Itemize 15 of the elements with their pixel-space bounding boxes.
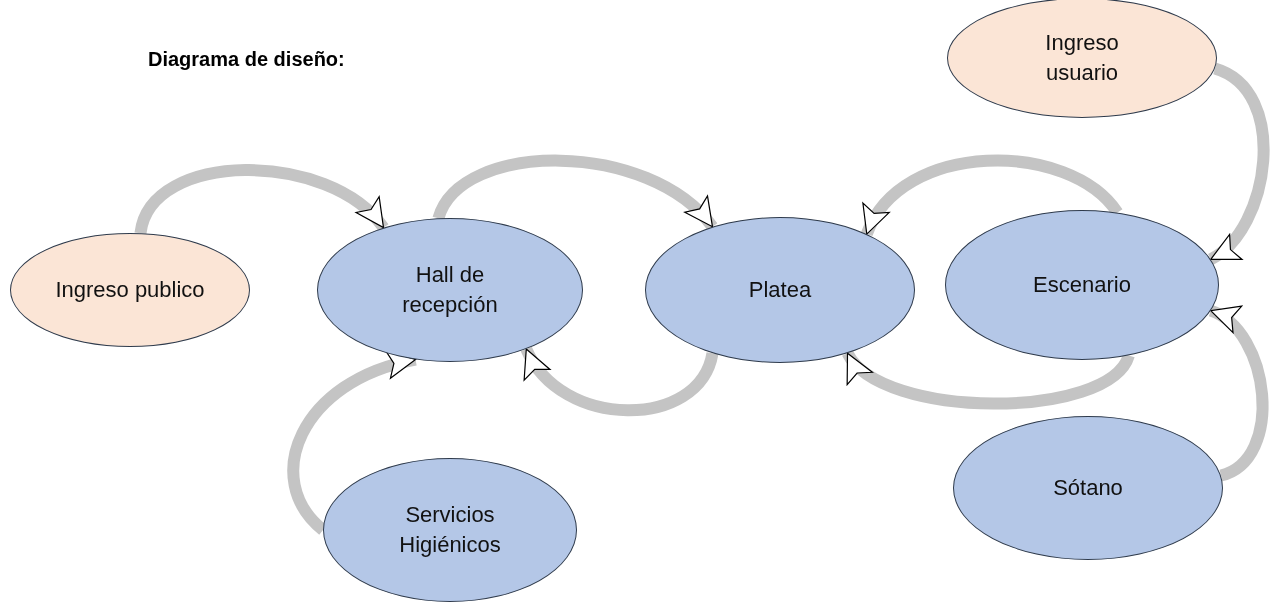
curved-arrow [1207,62,1270,265]
node-label: Hall de recepción [401,261,499,319]
node-label: Sótano [1053,474,1123,503]
node-label: Platea [748,276,812,305]
curved-arrow [433,154,717,231]
curved-arrow [134,164,388,235]
curved-arrow [287,352,417,535]
node-label: Escenario [1033,271,1131,300]
curved-arrow [861,154,1122,237]
diagram-title: Diagrama de diseño: [148,48,345,71]
curved-arrow [521,346,719,417]
node-label: Servicios Higiénicos [398,501,502,559]
curved-arrow [842,349,1134,410]
node-label: Ingreso usuario [1044,29,1120,87]
node-label: Ingreso publico [55,276,205,305]
